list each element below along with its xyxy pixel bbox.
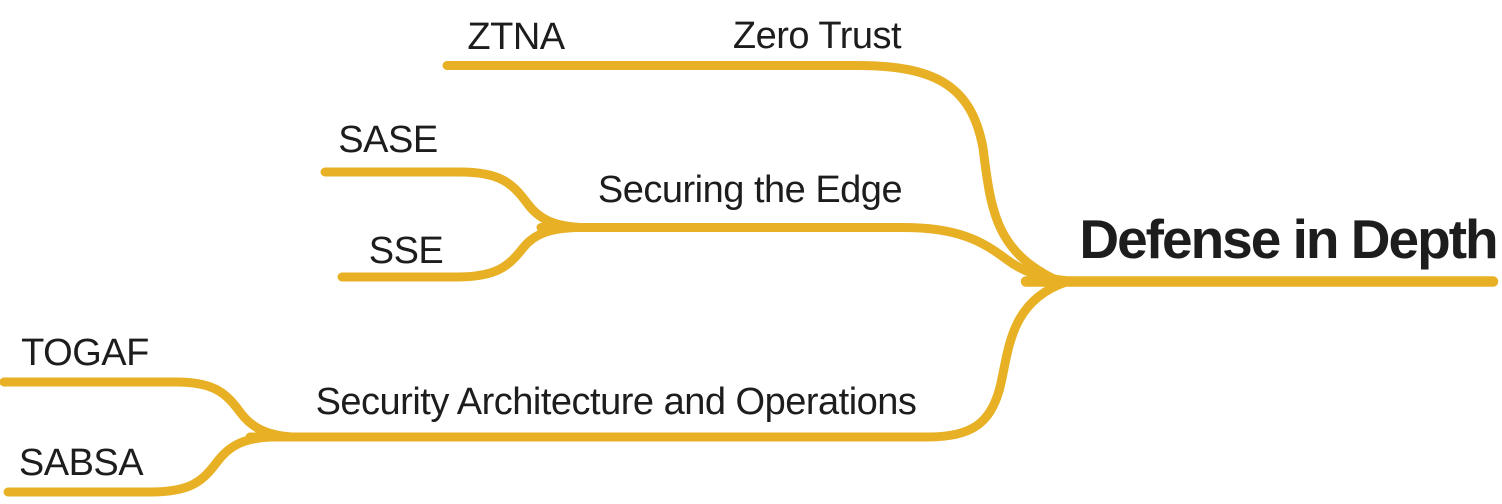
child-label-sase: SASE: [338, 119, 438, 161]
child-line-togaf: [0, 377, 297, 442]
branch-line-security-architecture: [245, 277, 1071, 442]
child-label-ztna: ZTNA: [467, 16, 565, 58]
child-label-sabsa: SABSA: [18, 442, 144, 484]
child-label-togaf: TOGAF: [21, 332, 149, 374]
branch-label-securing-the-edge: Securing the Edge: [597, 169, 903, 211]
branch-label-zero-trust: Zero Trust: [732, 15, 902, 57]
branch-line-zero-trust: [442, 61, 1063, 286]
root-node-label: Defense in Depth: [1079, 208, 1498, 270]
branch-label-security-architecture: Security Architecture and Operations: [315, 381, 917, 423]
child-label-sse: SSE: [368, 230, 444, 272]
branch-line-securing-the-edge: [536, 223, 1073, 286]
child-line-sase: [320, 167, 585, 232]
